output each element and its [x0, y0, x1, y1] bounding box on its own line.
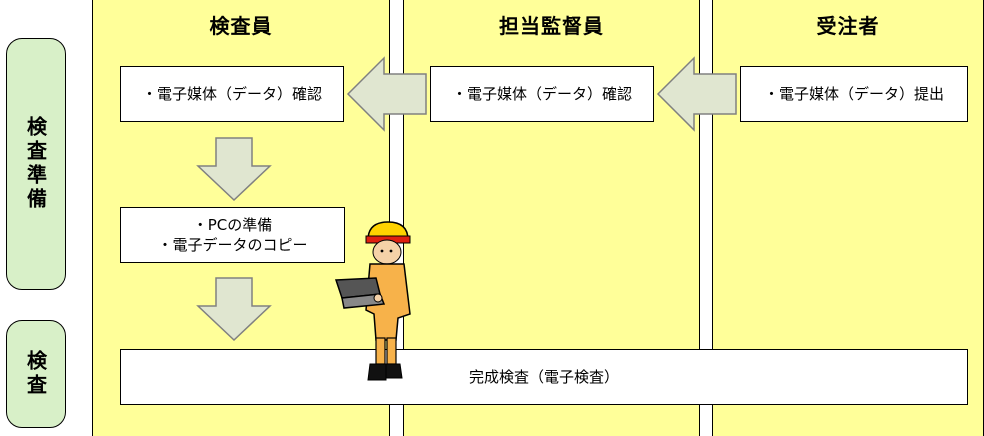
- step-contractor-submit: ・電子媒体（データ）提出: [740, 66, 968, 122]
- step-final-inspection: 完成検査（電子検査）: [120, 349, 968, 405]
- phase-inspection: 検査: [6, 320, 66, 428]
- phase-preparation: 検査準備: [6, 38, 66, 290]
- phase-preparation-label: 検査準備: [23, 116, 48, 212]
- step-pc-prep-line1: ・PCの準備: [192, 215, 273, 234]
- step-inspector-confirm-text: ・電子媒体（データ）確認: [141, 84, 322, 103]
- arrow-left-supervisor-to-inspector: [346, 56, 427, 132]
- step-pc-prep-line2: ・電子データのコピー: [157, 236, 308, 254]
- step-supervisor-confirm: ・電子媒体（データ）確認: [430, 66, 654, 122]
- phase-inspection-label: 検査: [23, 350, 48, 398]
- arrow-left-contractor-to-supervisor: [656, 56, 737, 132]
- step-pc-preparation: ・PCの準備 ・電子データのコピー: [120, 207, 345, 263]
- arrow-down-to-final-inspection: [196, 277, 272, 342]
- step-contractor-submit-text: ・電子媒体（データ）提出: [763, 84, 944, 103]
- lane-inspector-title: 検査員: [209, 14, 273, 38]
- step-inspector-confirm: ・電子媒体（データ）確認: [120, 66, 344, 122]
- lane-supervisor-title: 担当監督員: [499, 14, 604, 38]
- step-final-inspection-text: 完成検査（電子検査）: [468, 367, 619, 386]
- lane-contractor-title: 受注者: [816, 14, 880, 38]
- worker-with-laptop-illustration: [334, 221, 411, 381]
- arrow-down-to-pc-prep: [196, 137, 272, 202]
- step-supervisor-confirm-text: ・電子媒体（データ）確認: [451, 84, 632, 103]
